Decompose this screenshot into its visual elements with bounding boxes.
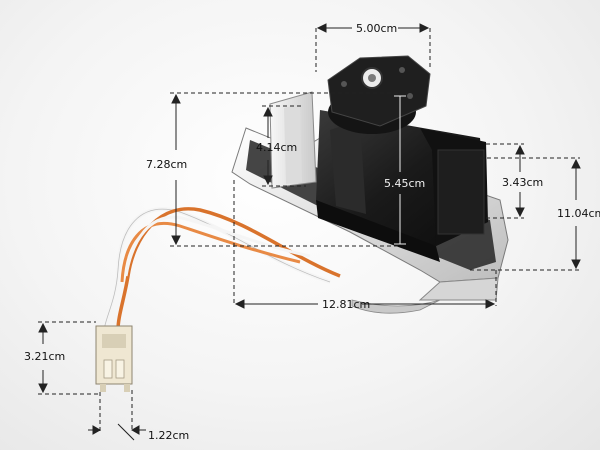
dimension-motor-height: 5.45cm <box>384 177 426 190</box>
wire-connector <box>95 325 133 392</box>
black-motor-housing <box>316 110 488 262</box>
dimension-connector-height: 3.21cm <box>24 350 66 363</box>
dimension-overall-depth: 11.04cm <box>557 207 600 220</box>
motor-cap <box>327 55 431 134</box>
wire-harness <box>102 207 341 331</box>
dimension-base-length: 12.81cm <box>322 298 371 311</box>
dimension-top-width: 5.00cm <box>356 22 398 35</box>
dimension-connector-width: 1.22cm <box>148 429 190 442</box>
dimension-side-height: 3.43cm <box>502 176 544 189</box>
dimension-cover-height: 4.14cm <box>256 141 298 154</box>
white-cover-plate <box>269 91 317 189</box>
dimension-total-height: 7.28cm <box>146 158 188 171</box>
dimension-lines <box>38 23 581 441</box>
